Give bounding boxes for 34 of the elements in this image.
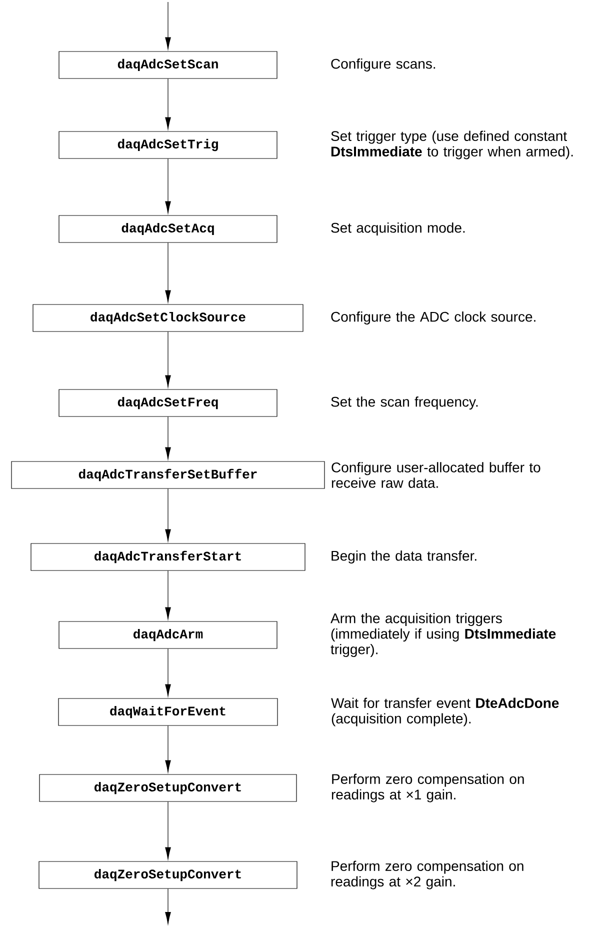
- arrow: [165, 888, 171, 924]
- description-text: Set acquisition mode.: [331, 222, 465, 236]
- function-box: daqWaitForEvent: [58, 698, 278, 726]
- function-box: daqAdcSetTrig: [58, 131, 278, 159]
- arrow: [165, 488, 171, 542]
- function-box: daqAdcTransferStart: [30, 543, 306, 571]
- arrow: [165, 802, 171, 860]
- function-box: daqAdcArm: [58, 621, 278, 649]
- arrow: [165, 726, 171, 772]
- arrow: [165, 242, 171, 302]
- arrow: [165, 648, 171, 696]
- arrow: [165, 570, 171, 620]
- arrow: [165, 78, 171, 130]
- description-text: Arm the acquisition triggers (immediately if using DtsImmediate trigger).: [330, 612, 556, 658]
- description-text: Perform zero compensation on readings at ×1 gain.: [332, 774, 524, 802]
- function-box: daqAdcSetClockSource: [32, 304, 304, 332]
- arrow: [165, 332, 171, 388]
- description-text: Configure scans.: [331, 58, 436, 72]
- function-box: daqZeroSetupConvert: [39, 774, 297, 802]
- arrow: [165, 416, 171, 460]
- arrow: [165, 2, 171, 50]
- function-box: daqAdcSetAcq: [58, 215, 278, 243]
- description-text: Wait for transfer event DteAdcDone (acquisition complete).: [331, 698, 559, 726]
- description-text: Configure user-allocated buffer to receive raw data.: [332, 462, 540, 488]
- function-box: daqAdcSetScan: [58, 51, 278, 79]
- description-text: Configure the ADC clock source.: [331, 311, 536, 325]
- description-text: Begin the data transfer.: [332, 550, 476, 564]
- function-box: daqAdcTransferSetBuffer: [11, 461, 325, 489]
- arrow: [165, 158, 171, 214]
- function-box: daqAdcSetFreq: [58, 389, 278, 417]
- function-box: daqZeroSetupConvert: [38, 861, 298, 889]
- description-text: Set trigger type (use defined constant DtsImmediate to trigger when armed).: [331, 130, 573, 160]
- description-text: Set the scan frequency.: [331, 396, 478, 410]
- description-text: Perform zero compensation on readings at ×2 gain.: [331, 860, 524, 890]
